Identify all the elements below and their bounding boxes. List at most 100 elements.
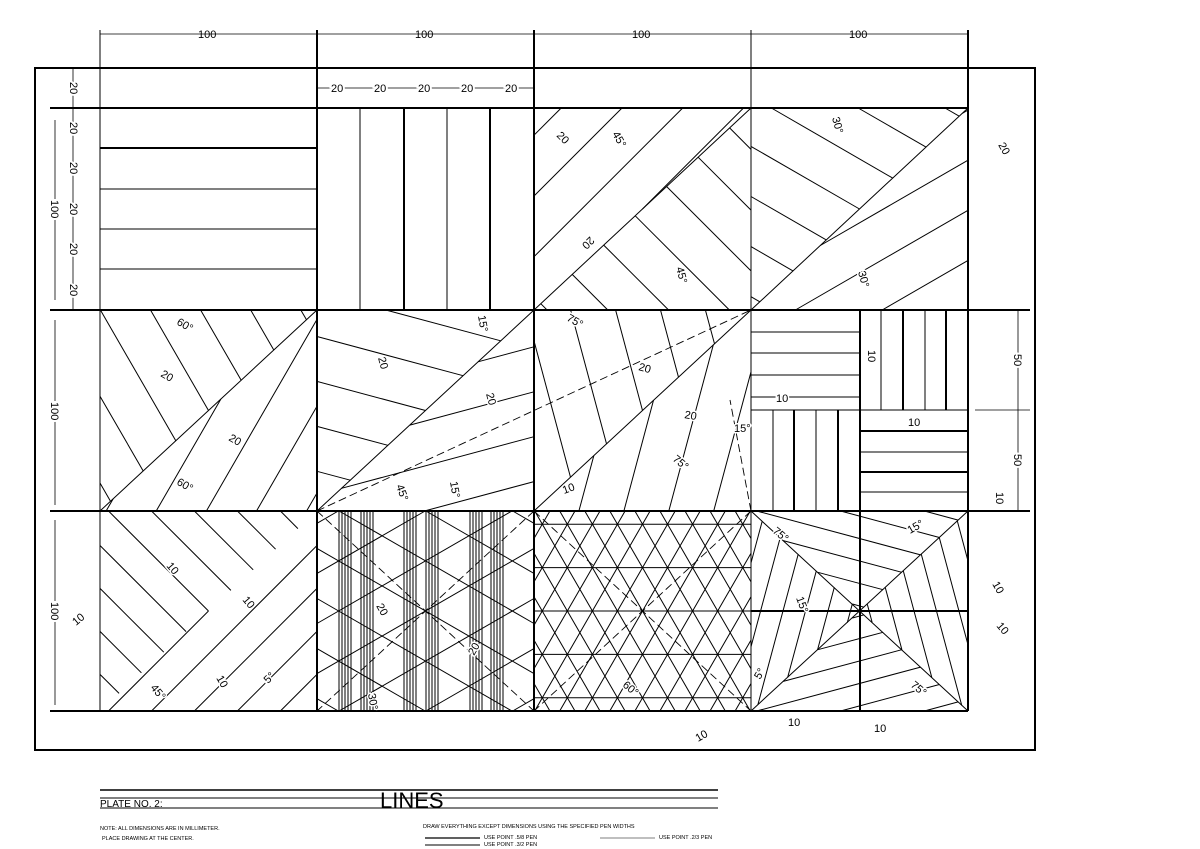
hatch-line [512, 510, 535, 524]
annotation: 10 [865, 350, 877, 362]
hatch-line [881, 259, 969, 311]
hatch-line [424, 481, 535, 512]
hatch-line [99, 482, 111, 502]
dim-label: 10 [994, 620, 1011, 637]
hatch-line [666, 186, 752, 272]
hatch-line [108, 510, 209, 612]
hatch-line [477, 346, 535, 363]
hatch-line [306, 492, 318, 512]
annotation: 60° [175, 476, 195, 495]
hatch-line [533, 510, 601, 626]
hatch-line [734, 510, 752, 539]
hatch-line [250, 309, 275, 351]
annotation: 20 [683, 409, 697, 423]
hatch-line [194, 510, 254, 571]
annotation: 20 [159, 368, 176, 385]
hatch-line [757, 554, 799, 705]
dim-label: 20 [67, 284, 79, 296]
annotation: 45° [673, 266, 689, 285]
hatch-line [578, 455, 595, 512]
pen-spec-2: USE POINT .3/2 PEN [484, 842, 537, 848]
hatch-line [533, 107, 684, 258]
hatch-line [151, 510, 232, 591]
construction-line [533, 510, 752, 712]
hatch-line [316, 598, 513, 712]
hatch-line [338, 598, 535, 712]
note-dimensions: NOTE: ALL DIMENSIONS ARE IN MILLIMETER. [100, 826, 220, 832]
hatch-line [300, 309, 307, 321]
hatch-line [924, 701, 959, 712]
hatch-line [237, 510, 276, 550]
annotation: 10 [908, 417, 920, 429]
hatch-line [533, 510, 551, 539]
hatch-line [623, 400, 654, 512]
hatch-line [385, 309, 501, 342]
annotation: 45° [393, 483, 410, 503]
hatch-line [734, 683, 752, 712]
hatch-line [533, 510, 626, 669]
annotation: 10 [561, 481, 577, 496]
construction-line [729, 399, 752, 512]
annotation: 60° [175, 316, 195, 335]
hatch-line [533, 107, 623, 197]
hatch-line [603, 244, 669, 311]
left-dimensions: 20 20 20 20 20 20 100 100 100 [46, 80, 81, 622]
hatch-line [540, 303, 548, 311]
hatch-line [659, 510, 752, 669]
hatch-line [787, 570, 817, 678]
hatch-line [668, 344, 714, 512]
annotation: 20 [637, 361, 652, 376]
annotation: 20 [579, 234, 596, 251]
hatch-line [704, 309, 715, 344]
dim-label: 20 [67, 122, 79, 134]
hatch-line [750, 145, 860, 210]
dim-label: 100 [198, 29, 216, 41]
hatch-line [820, 159, 969, 246]
hatch-line [237, 631, 318, 712]
hatch-line [338, 510, 535, 624]
hatch-line [533, 683, 551, 712]
annotation: 60° [620, 679, 640, 699]
dim-label: 20 [331, 83, 343, 95]
hatch-line [866, 604, 873, 623]
hatch-line [817, 571, 884, 591]
annotation: 10 [776, 393, 788, 405]
hatch-line [783, 649, 902, 682]
hatch-line [533, 107, 562, 136]
hatch-line [205, 319, 318, 512]
hatch-line [642, 107, 744, 210]
hatch-line [316, 470, 351, 481]
hatch-line [684, 596, 752, 712]
hatch-line [533, 553, 626, 712]
hatch-line [750, 537, 781, 647]
hatch-line [615, 309, 643, 411]
dim-label: 20 [461, 83, 473, 95]
dim-label: 20 [67, 82, 79, 94]
dim-label: 10 [993, 492, 1005, 504]
top-dimensions: 100 100 100 100 [198, 29, 867, 41]
construction-line [316, 510, 535, 712]
dim-label: 20 [67, 203, 79, 215]
hatch-line [316, 698, 339, 712]
hatch-line [99, 545, 187, 632]
hatch-line [684, 510, 752, 626]
annotation: 15° [475, 314, 490, 332]
hatch-line [938, 537, 969, 645]
hatch-line [852, 614, 865, 619]
dim-label: 50 [1011, 354, 1023, 366]
hatch-line [256, 405, 318, 512]
divider-line [533, 107, 752, 311]
annotation: 20 [373, 602, 390, 619]
dim-label: 20 [374, 83, 386, 95]
hatch-line [99, 588, 165, 653]
hatch-line [341, 436, 535, 489]
hatch-line [817, 587, 835, 651]
title-block: PLATE NO. 2: LINES NOTE: ALL DIMENSIONS … [100, 788, 718, 848]
cell-annotations: 20 45° 20 45° 30° 30° 60° 20 20 60° 15° … [69, 114, 930, 746]
hatch-line [533, 340, 571, 478]
hatch-line [750, 521, 763, 564]
annotation: 10 [70, 611, 87, 628]
dim-label: 100 [48, 200, 60, 218]
hatch-line [902, 570, 933, 678]
